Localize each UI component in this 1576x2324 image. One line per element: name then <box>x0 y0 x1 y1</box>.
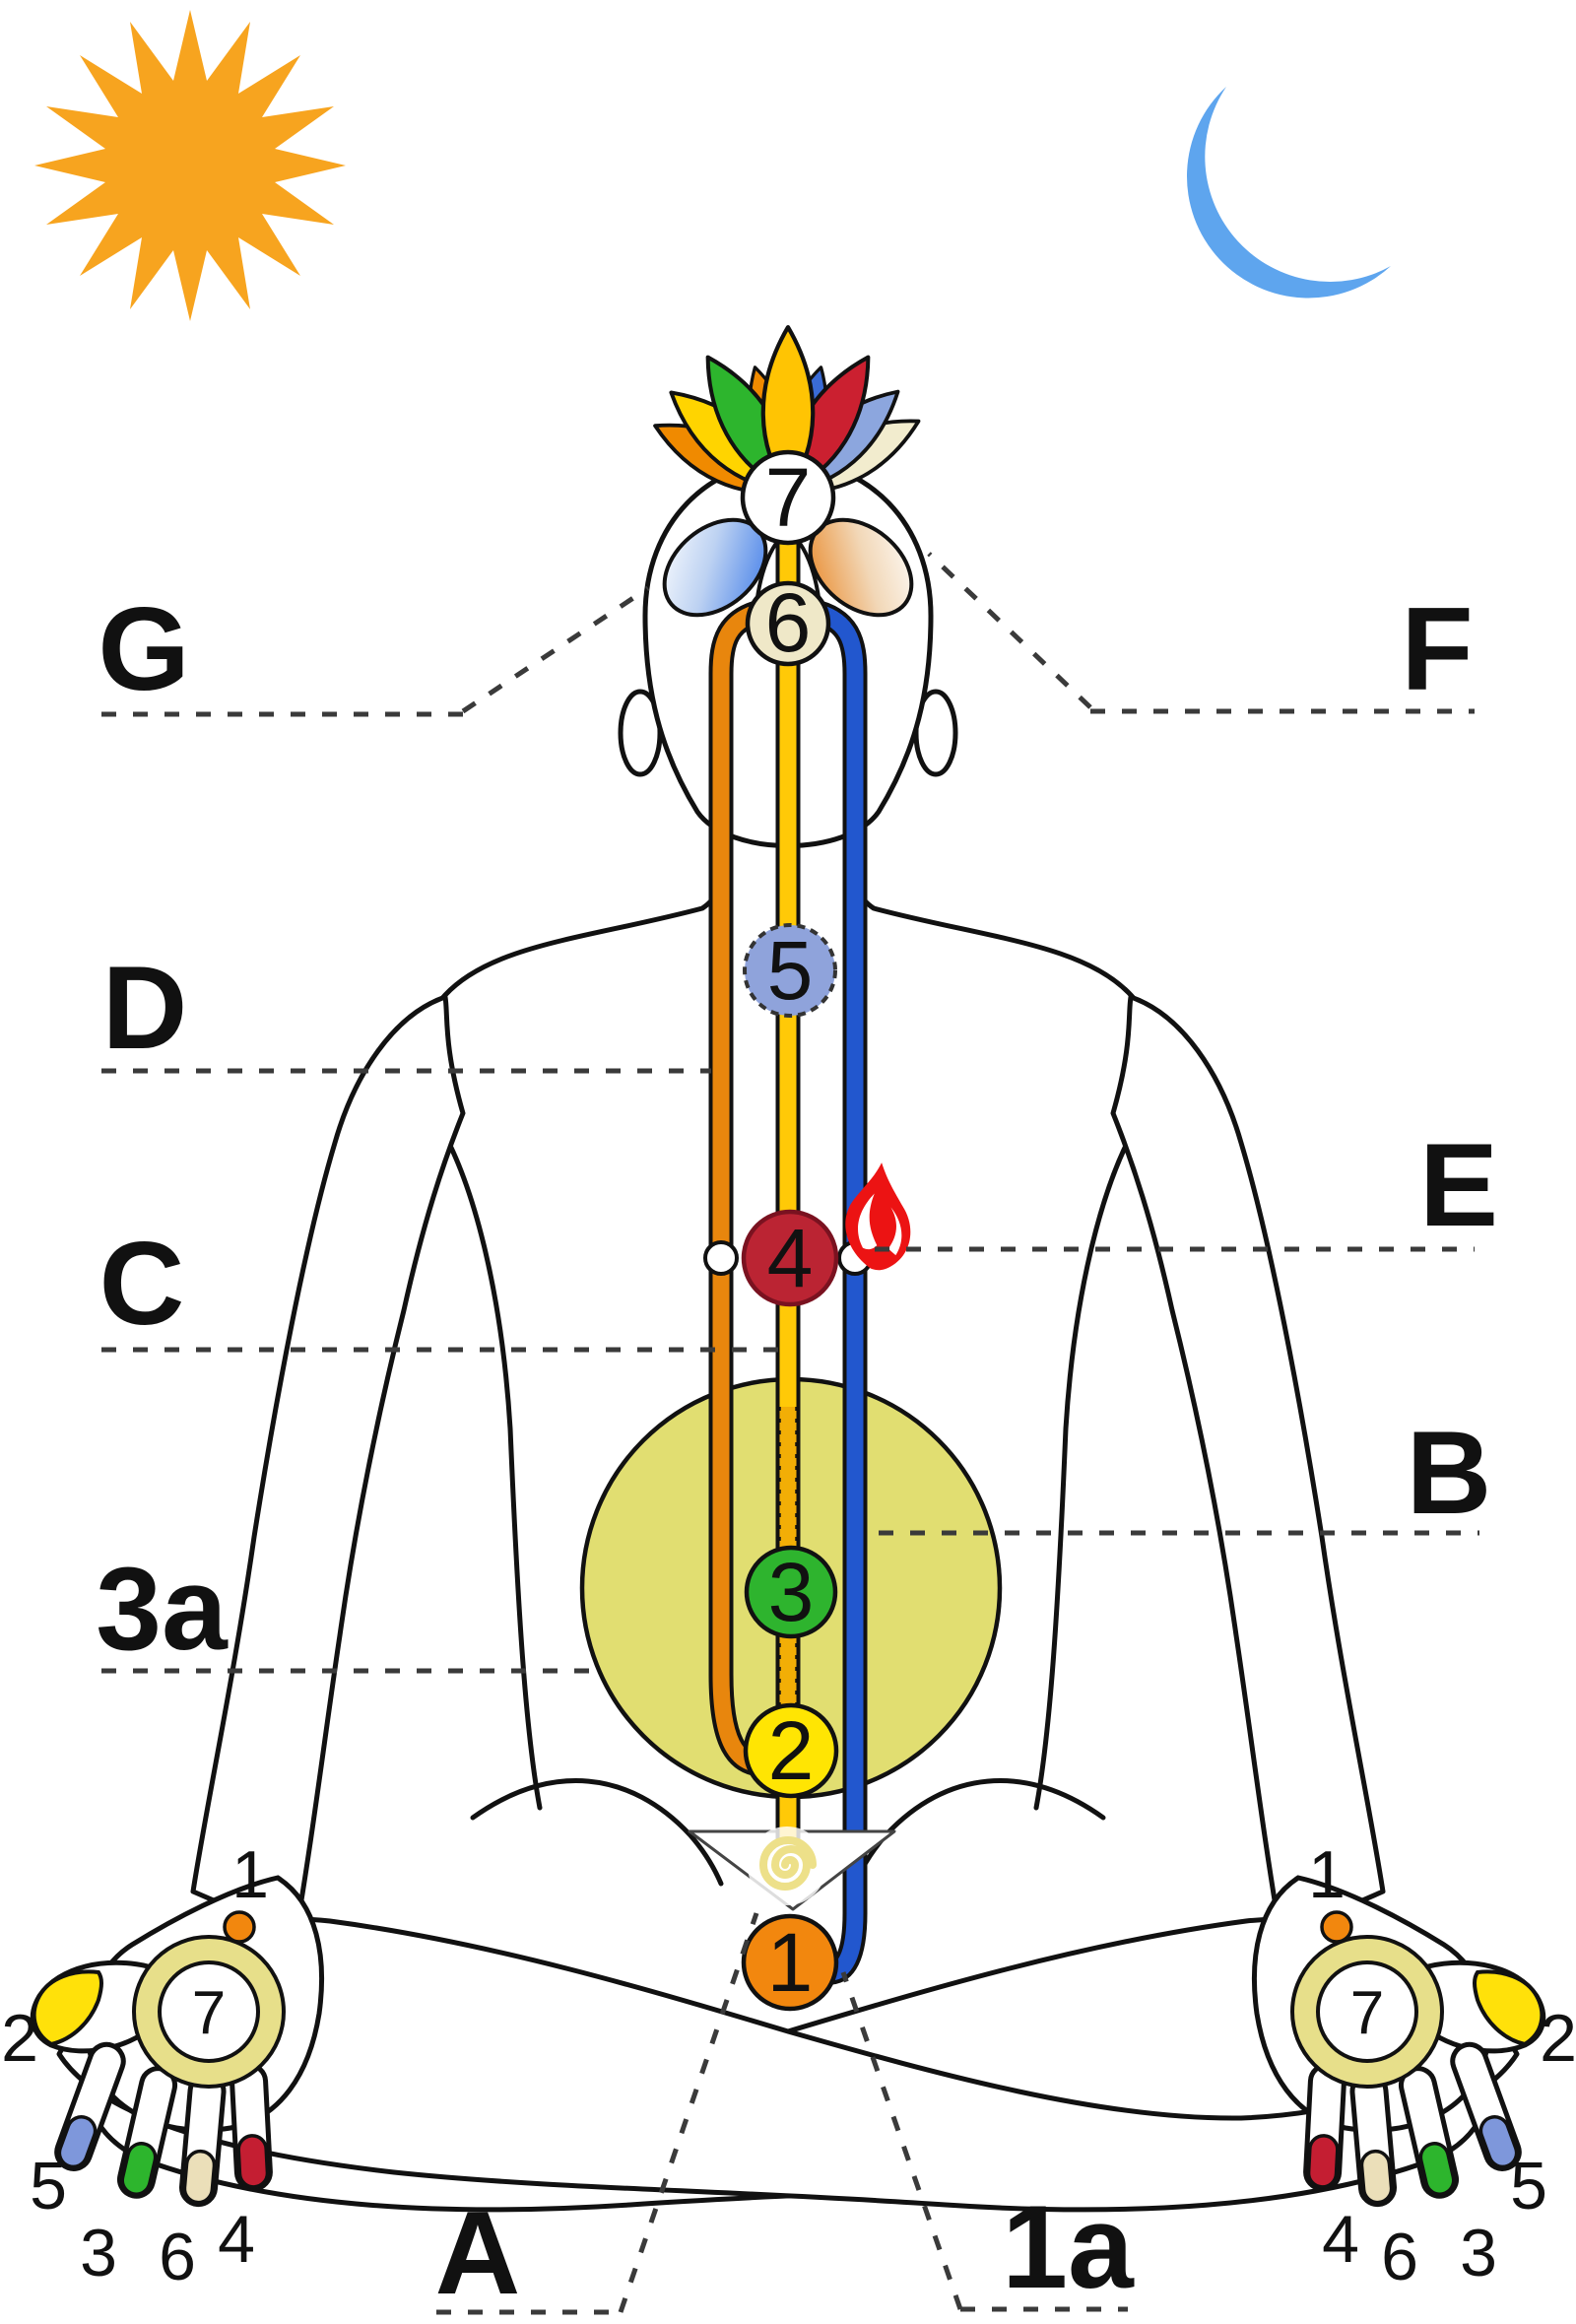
finger-middle-left <box>179 2072 227 2208</box>
hand-left-palm-label: 7 <box>192 1979 226 2047</box>
finger-pinky-left <box>54 2041 126 2171</box>
hand-left-dot-label: 1 <box>231 1837 269 1912</box>
moon-icon <box>1186 87 1391 299</box>
leader-diag-g <box>461 585 650 714</box>
chakra-4-label: 4 <box>767 1212 814 1304</box>
hand-left <box>30 1875 325 2208</box>
label-d: D <box>102 942 188 1074</box>
hand-left-finger-label-ring: 3 <box>80 2216 117 2291</box>
chakra-7-circle <box>740 449 836 546</box>
leader-diag-f <box>927 552 1092 709</box>
thigh-line-left <box>470 1778 724 1887</box>
white-node-left <box>703 1240 739 1276</box>
leader-diag-a <box>618 1912 759 2313</box>
palm-ring-left <box>134 1937 284 2087</box>
label-c: C <box>99 1218 185 1350</box>
lotus-petal-center <box>760 325 816 494</box>
label-b: B <box>1407 1407 1492 1539</box>
chakra-7-label: 7 <box>765 451 812 544</box>
arm-right <box>1110 994 1386 1939</box>
finger-ring-left <box>116 2066 178 2199</box>
hand-right-finger-label-ring: 3 <box>1460 2216 1497 2291</box>
label-e: E <box>1419 1119 1498 1251</box>
channel-right <box>809 602 864 1981</box>
hand-left-thumb-label: 2 <box>1 2001 38 2076</box>
hand-right-dot-label: 1 <box>1308 1837 1346 1912</box>
hand-right-finger-label-index: 4 <box>1322 2202 1359 2277</box>
leader-diag-1a <box>840 1971 963 2310</box>
label-a: A <box>435 2187 521 2319</box>
chakra-6-label: 6 <box>765 576 812 669</box>
finger-index-left <box>230 2062 273 2192</box>
sun-icon <box>34 10 346 321</box>
label-g: G <box>98 583 189 715</box>
palm-ring-inner-left <box>158 1960 260 2063</box>
arm-left <box>190 994 466 1939</box>
leader-lines <box>101 552 1479 2315</box>
thumb-tip-left <box>32 1969 103 2047</box>
hand-left-finger-label-pinky: 5 <box>30 2149 67 2224</box>
hand-left-finger-label-middle: 6 <box>159 2220 196 2294</box>
chakra-2-label: 2 <box>768 1704 815 1797</box>
root-spiral-icon <box>758 1836 817 1891</box>
chakra-5-circle <box>743 923 837 1018</box>
chakra-3-label: 3 <box>768 1546 815 1638</box>
label-3a: 3a <box>96 1543 229 1675</box>
chakra-1-label: 1 <box>767 1916 814 2009</box>
hand-right-finger-label-pinky: 5 <box>1510 2149 1547 2224</box>
chakra-5-label: 5 <box>767 924 814 1017</box>
chakra-1-circle <box>741 1913 839 2012</box>
channel-left <box>712 602 767 1773</box>
palm-ring-outer-left <box>132 1935 286 2089</box>
hand-right-finger-label-middle: 6 <box>1381 2220 1418 2294</box>
chakra-3-circle <box>744 1545 838 1639</box>
hand-right-thumb-label: 2 <box>1540 2001 1576 2076</box>
label-1a: 1a <box>1002 2181 1135 2313</box>
chakra-6-circle <box>745 580 831 667</box>
chakra-4-circle <box>741 1209 839 1307</box>
flame-icon <box>845 1162 911 1271</box>
hand-right-palm-label: 7 <box>1350 1979 1384 2047</box>
chakra-2-circle <box>743 1702 839 1799</box>
palm-dot-left <box>223 1910 256 1944</box>
label-f: F <box>1401 583 1473 715</box>
hand-left-finger-label-index: 4 <box>218 2202 255 2277</box>
